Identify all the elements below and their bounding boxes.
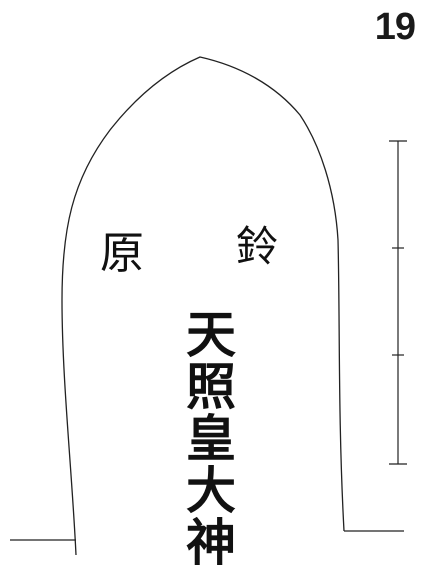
left-side-inscription: 原 [100,228,144,279]
page-number: 19 [374,6,416,48]
main-inscription: 天照皇大神 [178,308,237,568]
stone-outline [61,56,345,556]
right-side-inscription: 鈴 [236,222,279,271]
